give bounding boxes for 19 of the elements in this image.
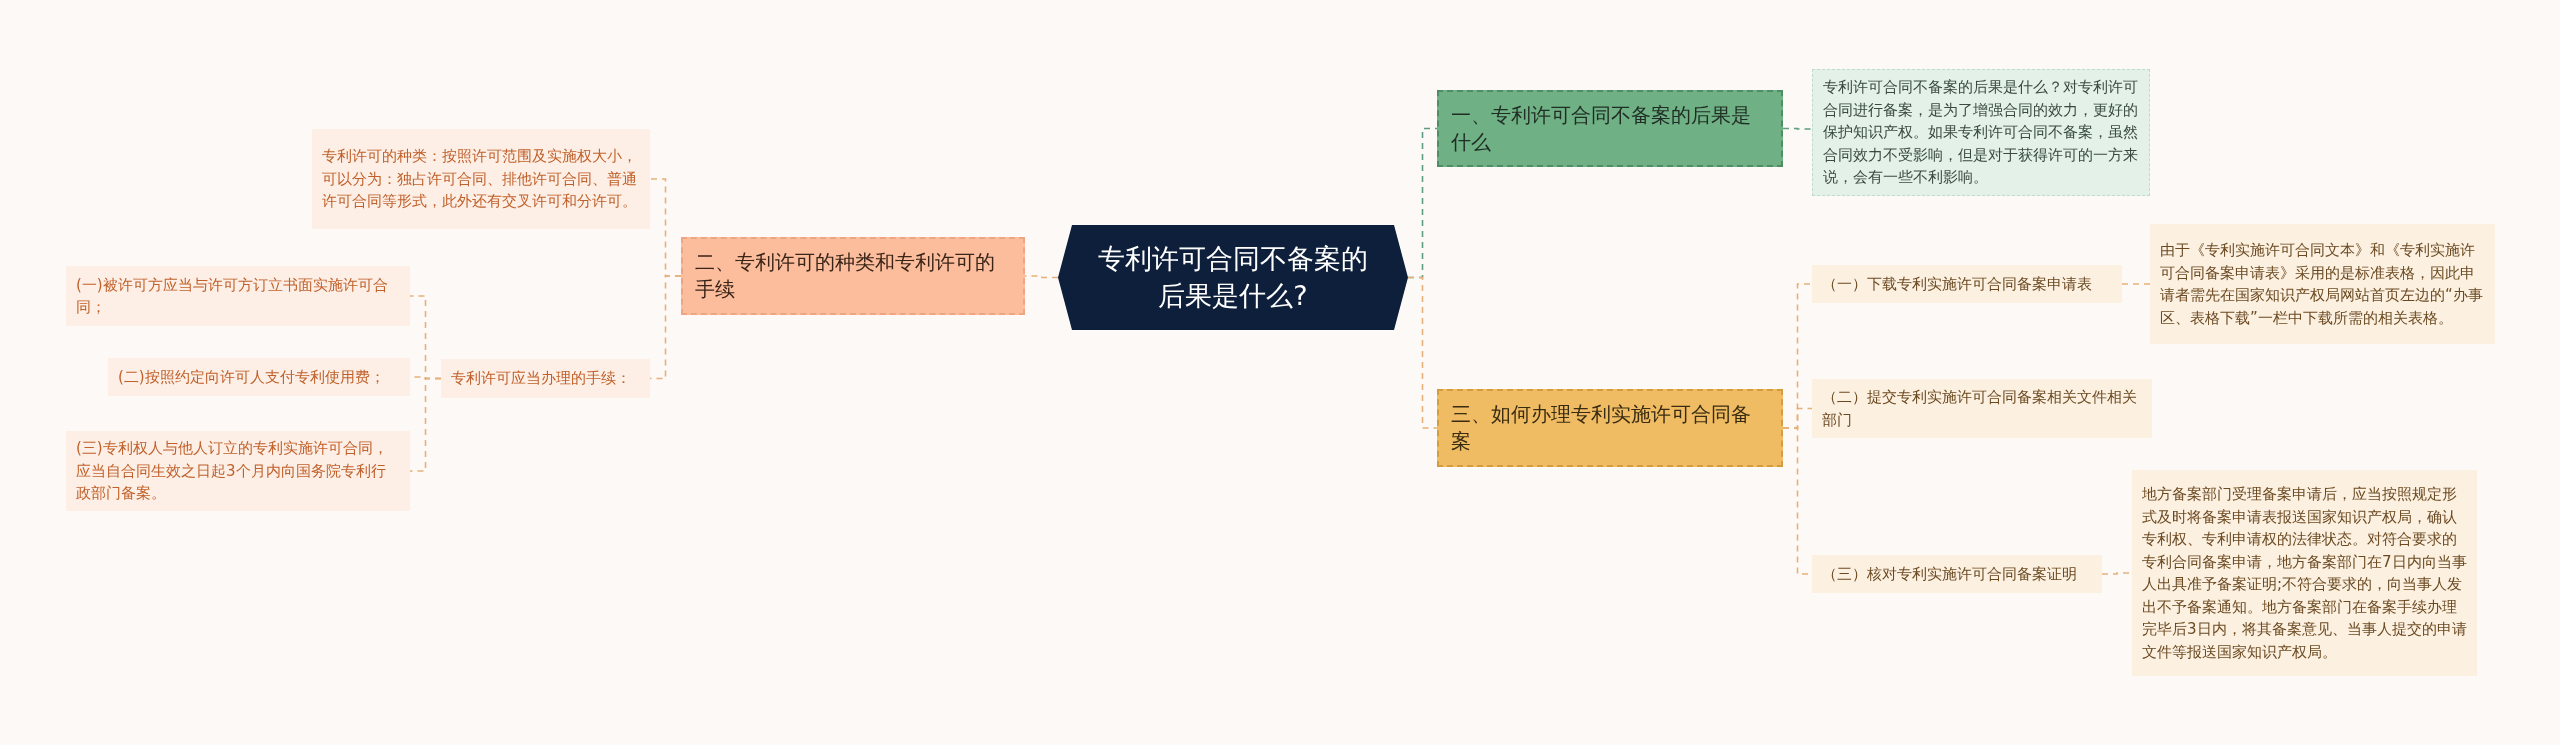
connector-line [2121,283,2151,285]
subtopic-box: (三)专利权人与他人订立的专利实施许可合同，应当自合同生效之日起3个月内向国务院专利行政部门备案。 [66,431,410,511]
central-topic: 专利许可合同不备案的后果是什么? [1058,225,1408,330]
topic-box: 三、如何办理专利实施许可合同备案 [1437,389,1783,467]
subtopic-box: 专利许可的种类：按照许可范围及实施权大小，可以分为：独占许可合同、排他许可合同、普通许可合同等形式，此外还有交叉许可和分许可。 [312,129,650,229]
subtopic-box: 地方备案部门受理备案申请后，应当按照规定形式及时将备案申请表报送国家知识产权局，确认专利权、专利申请权的法律状态。对符合要求的专利合同备案申请，地方备案部门在7日内向当事人出具准予备案证明;不符合要求的，向当事人发出不予备案通知。地方备案部门在备案手续办理完毕后3日内，将其备案意见、当事人提交的申请文件等报送国家知识产权局。 [2132,470,2477,676]
subtopic-box: 专利许可应当办理的手续： [441,359,650,398]
subtopic-box: 由于《专利实施许可合同文本》和《专利实施许可合同备案申请表》采用的是标准表格，因此申请者需先在国家知识产权局网站首页左边的“办事区、表格下载”一栏中下载所需的相关表格。 [2150,224,2495,344]
subtopic-box: (二)按照约定向许可人支付专利使用费； [108,358,410,396]
topic-box: 二、专利许可的种类和专利许可的手续 [681,237,1025,315]
topic-box: 一、专利许可合同不备案的后果是什么 [1437,90,1783,167]
connector-line [1407,276,1438,429]
subtopic-box: (一)被许可方应当与许可方订立书面实施许可合同； [66,266,410,326]
connector-line [409,377,442,472]
subtopic-box: （一）下载专利实施许可合同备案申请表 [1812,265,2122,303]
subtopic-box: 专利许可合同不备案的后果是什么？对专利许可合同进行备案，是为了增强合同的效力，更好的保护知识产权。如果专利许可合同不备案，虽然合同效力不受影响，但是对于获得许可的一方来说，会有一些不利影响。 [1812,69,2150,196]
subtopic-box: （三）核对专利实施许可合同备案证明 [1812,555,2102,593]
subtopic-box: （二）提交专利实施许可合同备案相关文件相关部门 [1812,379,2152,438]
connector-line [1782,127,1813,130]
